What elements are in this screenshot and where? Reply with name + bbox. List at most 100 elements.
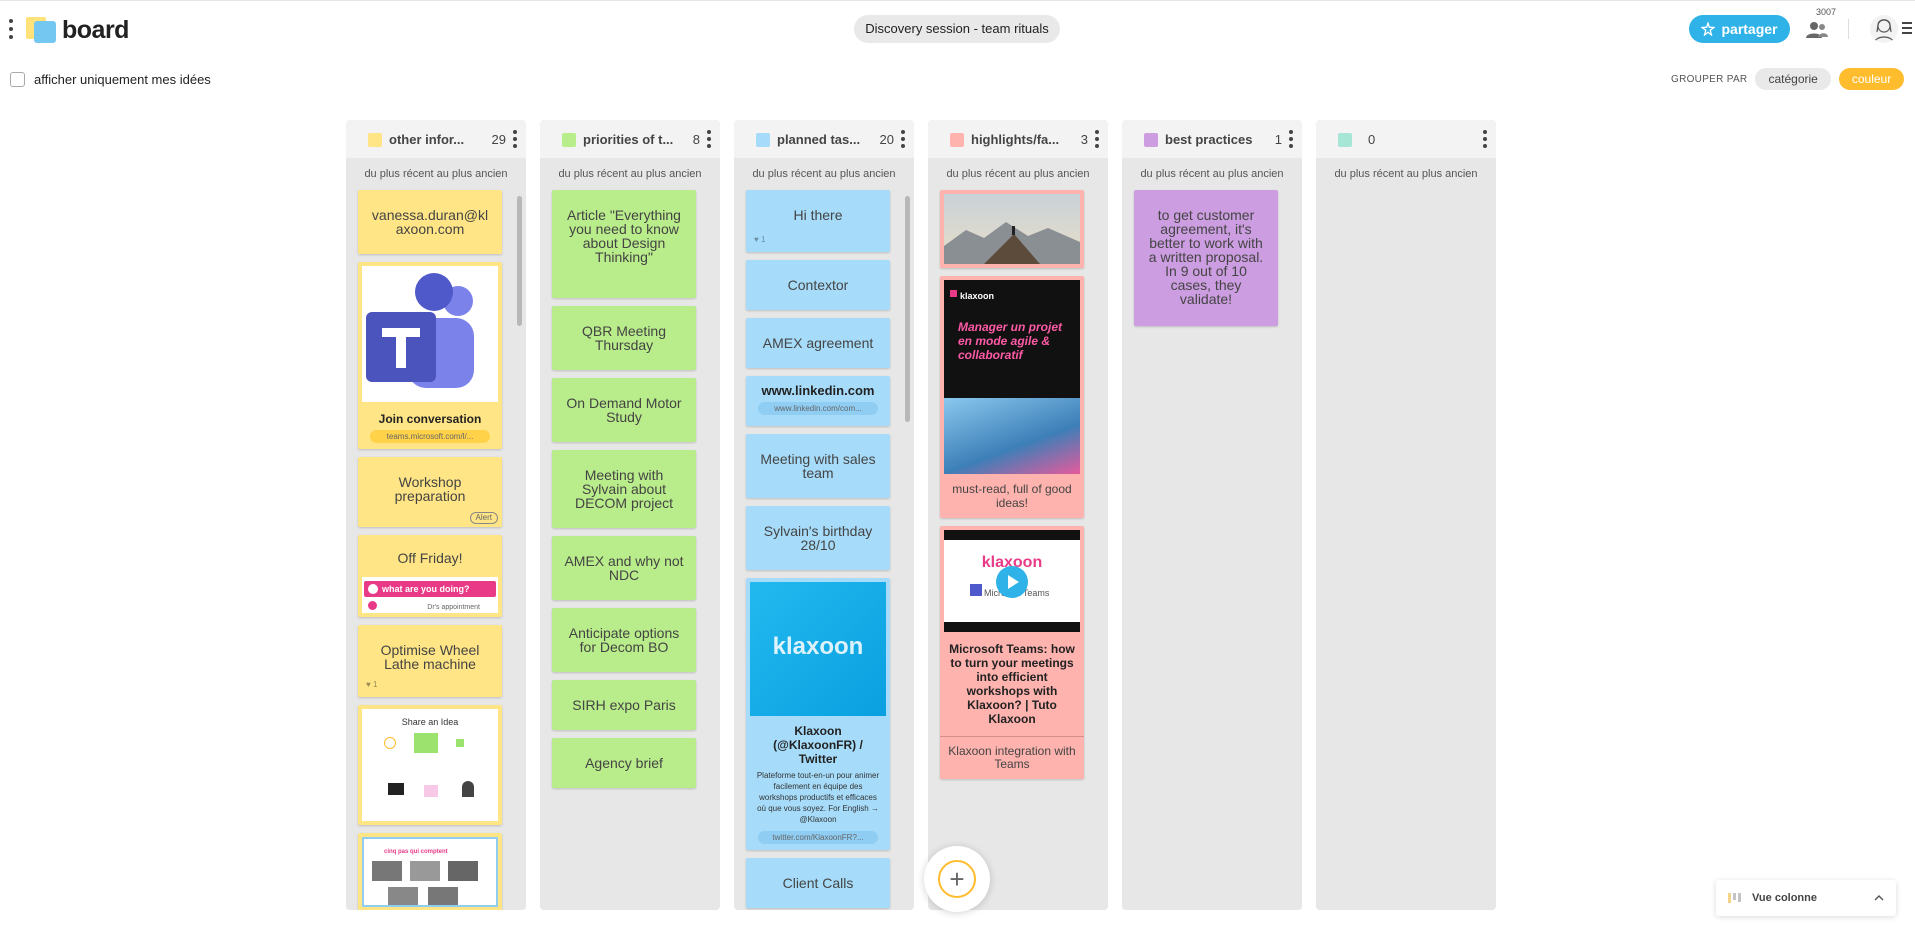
app-name: board [62,15,129,44]
column-more-icon[interactable] [1094,130,1100,148]
card-text: Client Calls [782,875,854,891]
card-list: Hi there ♥ 1 Contextor AMEX agreement ww… [746,190,890,910]
column-header[interactable]: highlights/fa... 3 [928,120,1108,158]
idea-card[interactable]: QBR Meeting Thursday [552,306,696,370]
session-title[interactable]: Discovery session - team rituals [854,15,1060,43]
group-by-color-button[interactable]: couleur [1838,68,1905,90]
card-likes[interactable]: ♥ 1 [754,235,766,244]
column-sort[interactable]: du plus récent au plus ancien [364,168,508,180]
idea-card[interactable]: to get customer agreement, it's better t… [1134,190,1278,326]
card-text: Agency brief [585,755,663,771]
column-count: 8 [692,132,700,147]
card-likes[interactable]: ♥ 1 [366,680,378,689]
participants-icon [1806,22,1828,38]
my-ideas-filter[interactable]: afficher uniquement mes idées [10,72,211,87]
participants-button[interactable]: 3007 [1805,7,1836,43]
card-text: Meeting with sales team [760,451,876,481]
group-by-label: GROUPER PAR [1671,73,1748,85]
idea-card[interactable]: vanessa.duran@klaxoon.com [358,190,502,254]
column-more-icon[interactable] [900,130,906,148]
idea-card[interactable]: klaxoon Microsoft Teams Microsoft Teams:… [940,526,1084,779]
column-scrollbar[interactable] [905,192,910,422]
idea-card[interactable]: Client Calls [746,858,890,908]
idea-card[interactable]: cinq pas qui comptent [358,833,502,910]
idea-card[interactable]: AMEX agreement [746,318,890,368]
hamburger-menu-icon[interactable] [1902,22,1912,34]
idea-card[interactable]: Join conversation teams.microsoft.com/l/… [358,262,502,449]
microsoft-teams-logo-icon [362,266,498,402]
idea-card[interactable]: Agency brief [552,738,696,788]
diagram-person-icon [462,781,474,797]
app-logo[interactable]: board [26,15,129,45]
idea-card[interactable]: Article "Everything you need to know abo… [552,190,696,298]
chevron-up-icon [1874,895,1884,901]
add-idea-button[interactable]: + [924,846,990,912]
column-scrollbar[interactable] [517,192,522,892]
column-untitled: 0 du plus récent au plus ancien [1316,120,1496,910]
column-sort[interactable]: du plus récent au plus ancien [558,168,702,180]
column-sort[interactable]: du plus récent au plus ancien [752,168,896,180]
column-more-icon[interactable] [706,130,712,148]
card-link[interactable]: twitter.com/KlaxoonFR?... [758,831,878,844]
column-sort[interactable]: du plus récent au plus ancien [946,168,1090,180]
preview-title: what are you doing? [364,581,496,597]
column-more-icon[interactable] [1288,130,1294,148]
view-mode-label: Vue colonne [1752,892,1817,904]
main-menu-icon[interactable] [8,19,14,39]
idea-card[interactable]: Off Friday! what are you doing? Dr's app… [358,535,502,617]
idea-card[interactable]: Sylvain's birthday 28/10 [746,506,890,570]
card-list: klaxoon Manager un projet en mode agile … [940,190,1084,787]
column-sort[interactable]: du plus récent au plus ancien [1334,168,1478,180]
column-header[interactable]: planned tas... 20 [734,120,914,158]
idea-card[interactable]: www.linkedin.com www.linkedin.com/com... [746,376,890,426]
idea-card[interactable]: Hi there ♥ 1 [746,190,890,252]
column-header[interactable]: priorities of t... 8 [540,120,720,158]
card-title: Klaxoon (@KlaxoonFR) / Twitter [773,724,863,766]
poster-title: Manager un projet en mode agile & collab… [958,320,1063,362]
idea-card[interactable]: Share an Idea [358,705,502,825]
column-color-swatch [368,133,382,147]
column-count: 29 [491,132,506,147]
idea-card[interactable]: klaxoon Manager un projet en mode agile … [940,276,1084,518]
preview-avatar-icon [368,584,378,594]
card-text: to get customer agreement, it's better t… [1148,207,1264,307]
group-by-category-button[interactable]: catégorie [1755,68,1831,90]
column-more-icon[interactable] [512,130,518,148]
column-sort[interactable]: du plus récent au plus ancien [1140,168,1284,180]
video-brand: klaxoon [981,554,1043,571]
column-header[interactable]: best practices 1 [1122,120,1302,158]
idea-card[interactable]: AMEX and why not NDC [552,536,696,600]
image-title: klaxoon [772,633,864,660]
column-title: planned tas... [777,132,861,147]
card-list: Article "Everything you need to know abo… [552,190,696,796]
column-header[interactable]: 0 [1316,120,1496,158]
card-link[interactable]: teams.microsoft.com/l/... [370,430,490,443]
column-header[interactable]: other infor... 29 [346,120,526,158]
idea-card[interactable]: klaxoon Klaxoon (@KlaxoonFR) / Twitter P… [746,578,890,850]
card-text: AMEX and why not NDC [564,553,684,583]
my-ideas-checkbox[interactable] [10,72,25,87]
klaxoon-teams-video: klaxoon Microsoft Teams [944,530,1080,632]
share-button[interactable]: partager [1689,15,1790,43]
group-by-control: GROUPER PAR catégorie couleur [1671,68,1905,90]
diagram-image-icon [388,783,404,795]
view-mode-selector[interactable]: Vue colonne [1716,880,1896,916]
idea-card[interactable]: On Demand Motor Study [552,378,696,442]
column-count: 20 [879,132,894,147]
top-bar: board Discovery session - team rituals p… [0,0,1915,56]
column-color-swatch [1144,133,1158,147]
idea-card[interactable] [940,190,1084,268]
idea-card[interactable]: Meeting with sales team [746,434,890,498]
column-more-icon[interactable] [1482,130,1488,148]
card-text: Contextor [787,277,849,293]
idea-card[interactable]: Optimise Wheel Lathe machine ♥ 1 [358,625,502,697]
idea-card[interactable]: Workshop preparation Alert [358,457,502,527]
idea-card[interactable]: SIRH expo Paris [552,680,696,730]
card-text: Off Friday! [397,550,463,566]
card-link[interactable]: www.linkedin.com/com... [758,402,878,415]
play-video-icon[interactable] [996,566,1028,598]
idea-card[interactable]: Meeting with Sylvain about DECOM project [552,450,696,528]
idea-card[interactable]: Contextor [746,260,890,310]
user-avatar[interactable] [1870,15,1898,43]
idea-card[interactable]: Anticipate options for Decom BO [552,608,696,672]
